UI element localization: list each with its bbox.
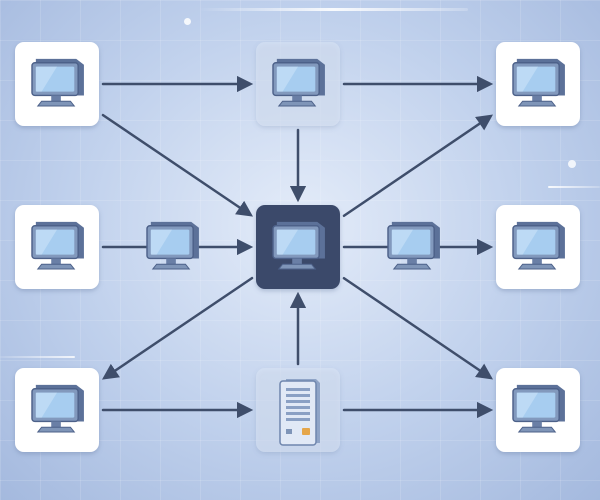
node-relay-right xyxy=(387,221,441,270)
node-relay-left xyxy=(146,221,200,270)
node-pc-middle-right xyxy=(496,205,580,289)
left-light-streak xyxy=(0,356,75,358)
node-pc-bottom-right xyxy=(496,368,580,452)
node-pc-middle-left xyxy=(15,205,99,289)
arrow-hub-center-to-pc-bottom-right xyxy=(342,276,494,380)
arrow-pc-top-left-to-hub-center xyxy=(101,113,254,217)
sparkle-dot xyxy=(568,160,576,168)
top-light-streak xyxy=(198,8,468,11)
sparkle-dot xyxy=(184,18,191,25)
server-tower-icon xyxy=(279,378,321,446)
node-pc-top-right xyxy=(496,42,580,126)
monitor-icon xyxy=(387,221,441,270)
arrow-hub-center-to-pc-top-right xyxy=(342,114,494,218)
node-hub-center xyxy=(256,205,340,289)
right-light-streak xyxy=(548,186,600,188)
arrow-hub-center-to-pc-bottom-left xyxy=(101,276,254,380)
node-pc-top-left xyxy=(15,42,99,126)
monitor-icon xyxy=(146,221,200,270)
network-nodes xyxy=(15,42,580,452)
node-pc-bottom-left xyxy=(15,368,99,452)
node-pc-top-middle xyxy=(256,42,340,126)
node-server-bottom-middle xyxy=(256,368,340,452)
